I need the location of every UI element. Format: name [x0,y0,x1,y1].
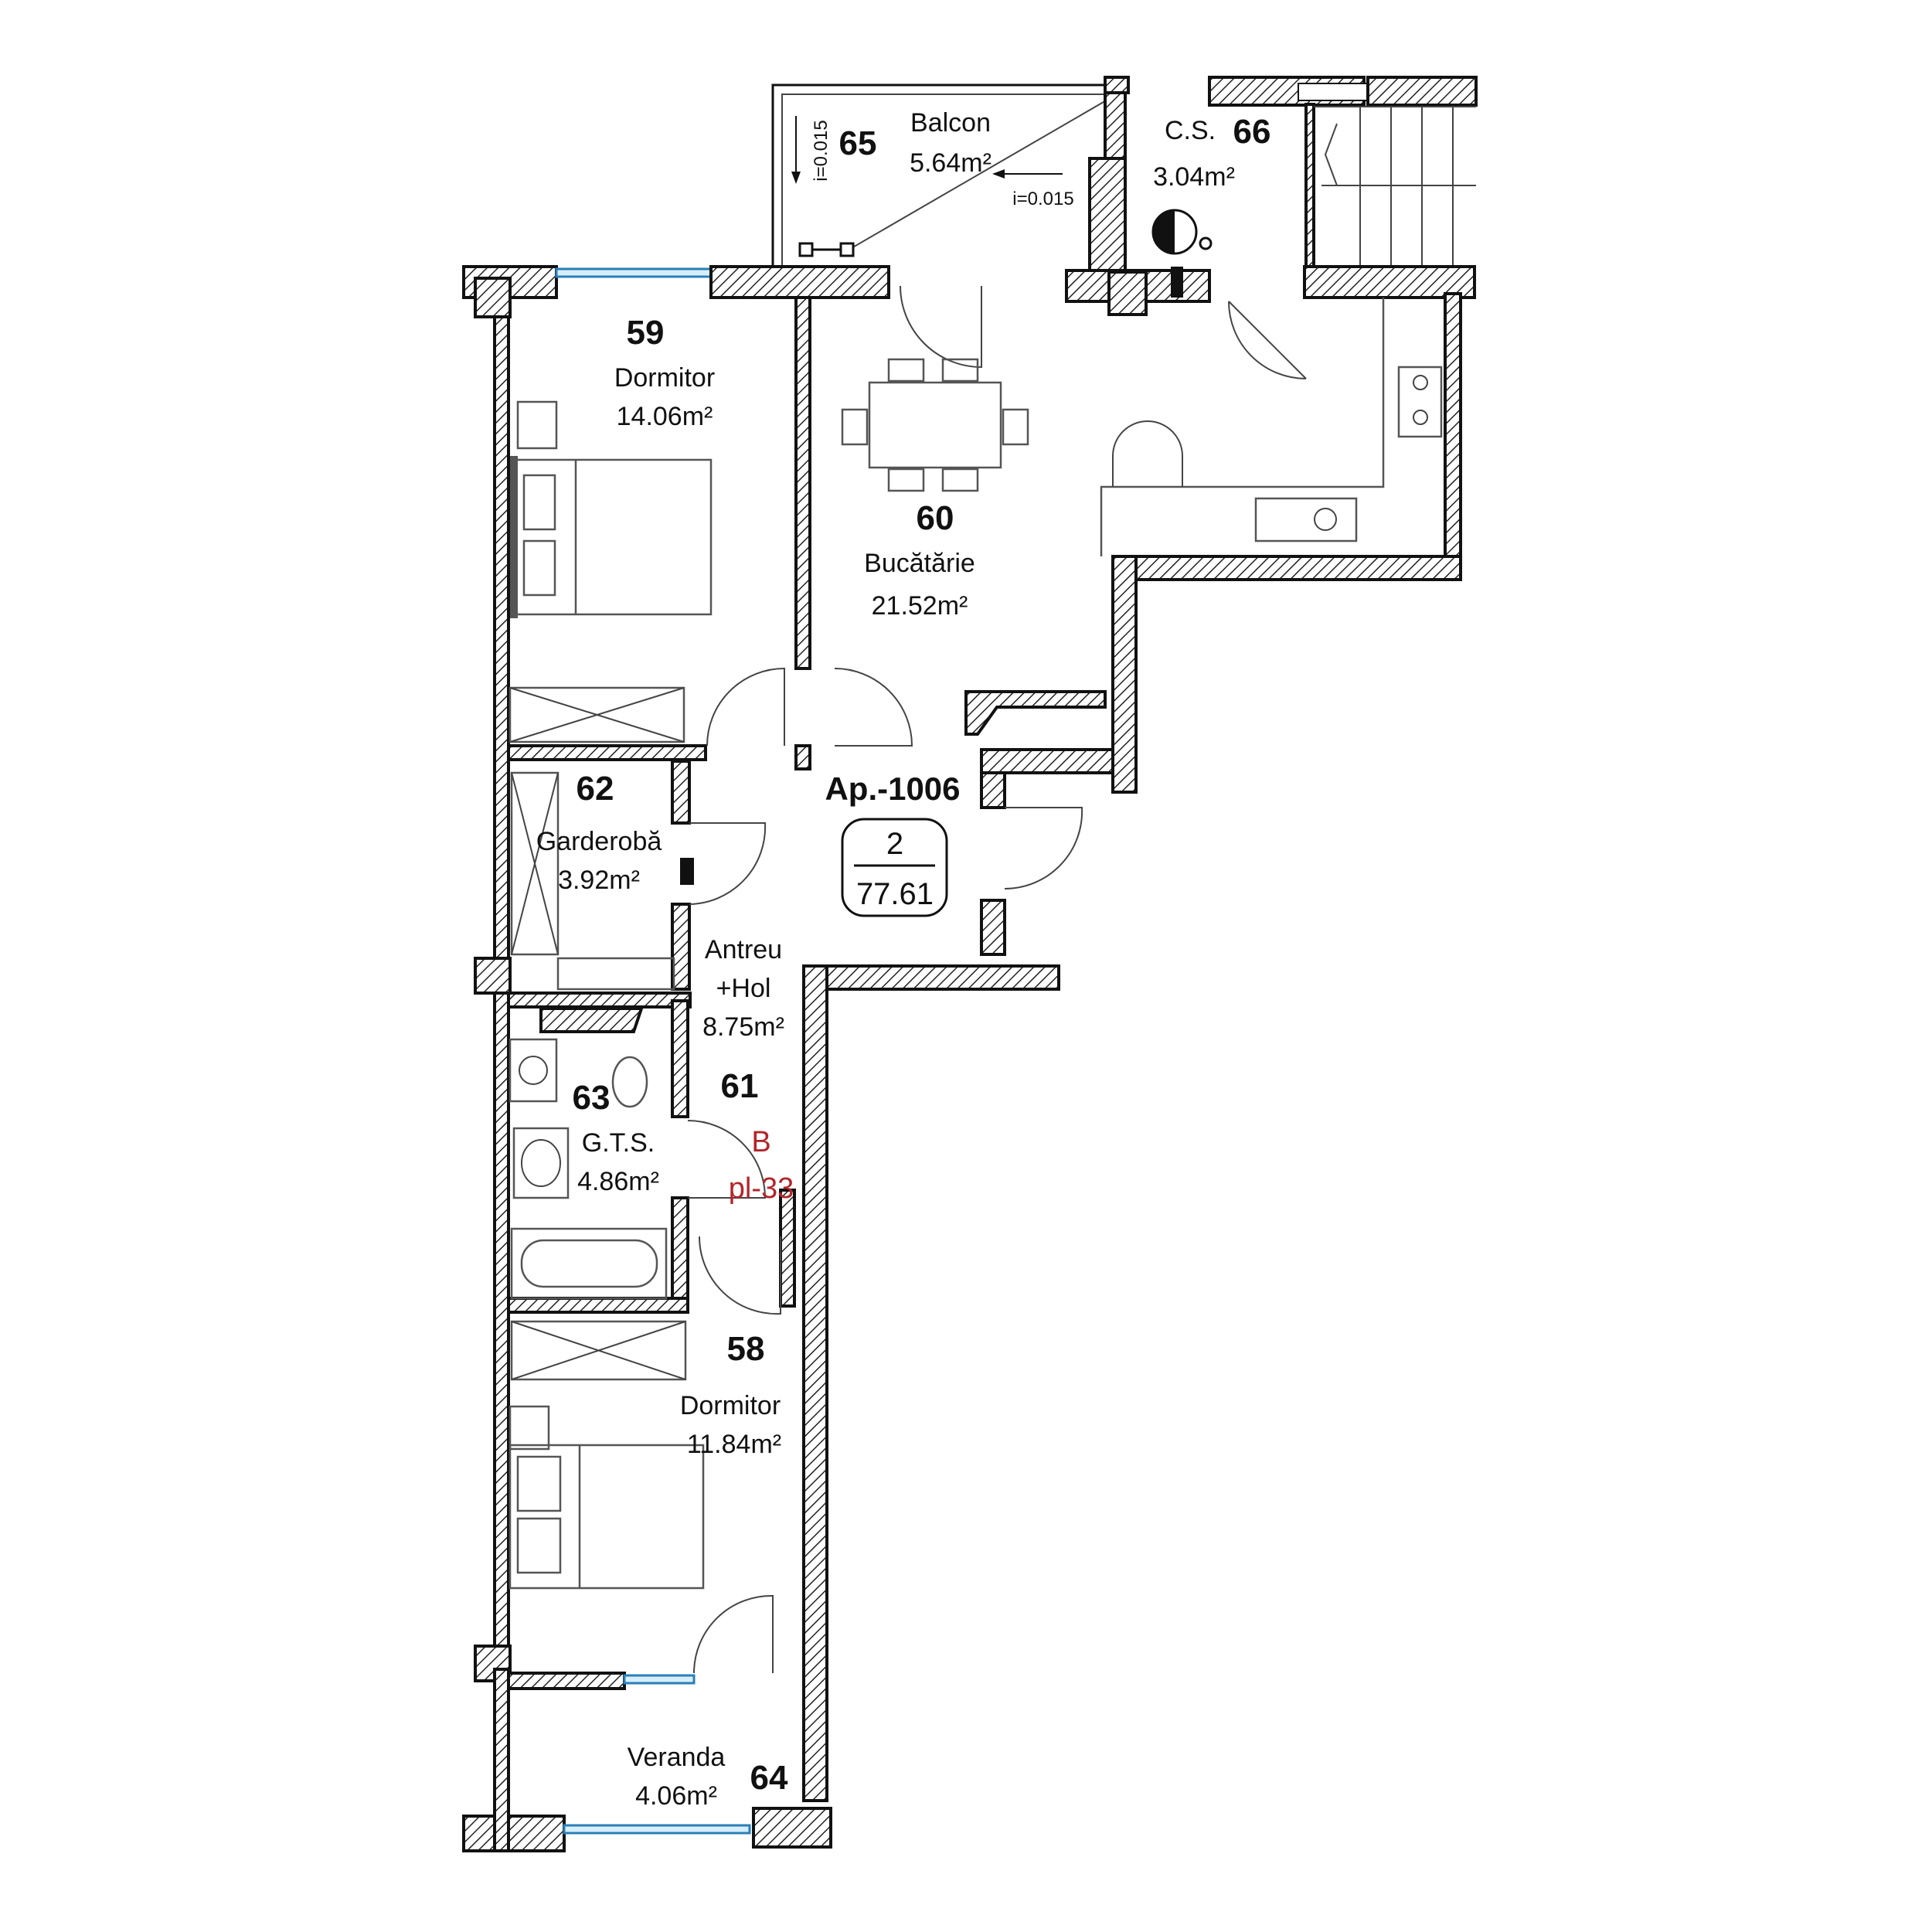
room-name-59: Dormitor [614,363,715,393]
room-name-60: Bucătărie [864,549,975,578]
room-number-65: 65 [839,124,877,162]
room-number-61: 61 [721,1067,759,1105]
room-area-65: 5.64m² [910,148,992,178]
balcony-slope-vertical: i=0.015 [811,120,832,181]
room-name-62: Garderobă [536,827,662,856]
room-area-64: 4.06m² [635,1781,717,1811]
dining-table [841,358,1029,492]
room-area-61: 8.75m² [702,1012,784,1042]
room-name-61: Antreu [705,935,782,964]
room-name-63: G.T.S. [582,1128,655,1158]
room-area-59: 14.06m² [617,402,713,431]
room-name-65: Balcon [910,108,991,138]
balcony-slope-horizontal: i=0.015 [1012,189,1073,209]
room-name-64: Veranda [628,1743,726,1772]
boiler-icon [1151,209,1213,298]
apartment-tag-box [841,818,948,917]
room-number-60: 60 [917,499,954,537]
room-area-63: 4.86m² [577,1167,659,1196]
apartment-label: Ap.-1006 [825,770,960,807]
bathroom-fixtures [509,1038,668,1300]
room-area-58: 11.84m² [687,1430,781,1459]
room-number-58: 58 [727,1330,765,1368]
room-number-66: 66 [1233,113,1271,151]
kitchen-counter [1100,298,1443,556]
interior-walls [507,296,811,1690]
room-area-66: 3.04m² [1153,162,1235,192]
room-area-60: 21.52m² [872,591,968,621]
bed-59 [509,400,713,743]
bed-58 [509,1320,705,1590]
stair-mark-code: pl-33 [729,1172,794,1205]
room-number-62: 62 [577,770,614,808]
room-name-58: Dormitor [680,1391,781,1420]
room-number-59: 59 [627,314,665,352]
wardrobe-62 [510,771,694,991]
room-name-66: C.S. [1165,116,1216,145]
door-swings [687,285,1307,1674]
apartment-area: 77.61 [856,877,934,911]
room-name2-61: +Hol [716,974,771,1003]
room-number-64: 64 [750,1759,788,1797]
apartment-rooms: 2 [886,827,903,861]
exterior-walls [462,265,1476,1852]
stair-mark-letter: B [751,1126,770,1158]
room-area-62: 3.92m² [558,866,640,895]
room-number-63: 63 [573,1079,611,1117]
stair-lines [1314,106,1476,267]
